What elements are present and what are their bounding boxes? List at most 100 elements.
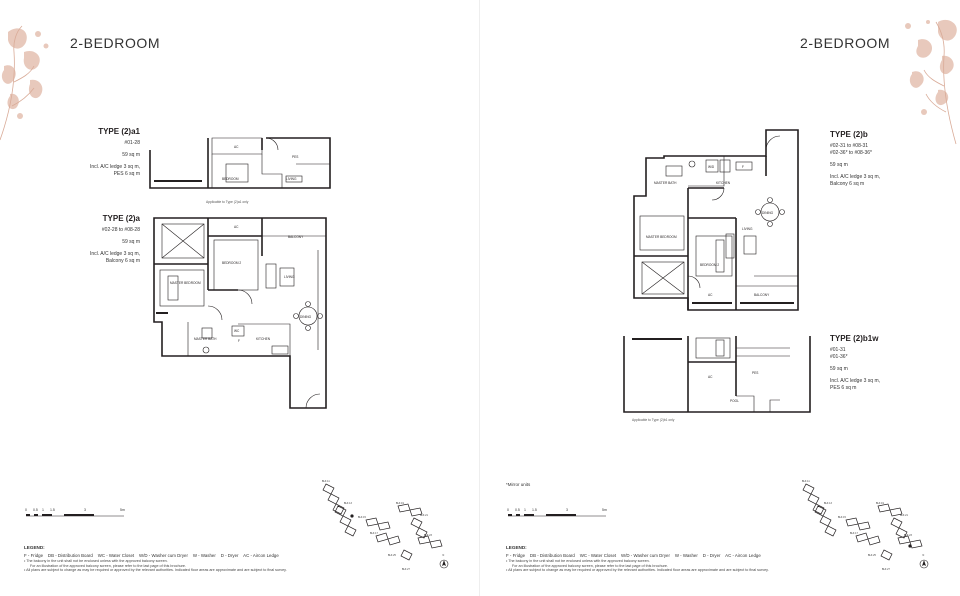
area-details: Incl. A/C ledge 3 sq m, <box>89 164 140 170</box>
scale-label: 5m <box>120 508 125 512</box>
room-label-bedroom: BEDROOM <box>222 177 239 181</box>
north-label: N <box>443 554 445 557</box>
room-label-dining: DINING <box>762 211 774 215</box>
room-label-pool: POOL <box>730 399 739 403</box>
room-label-bedroom-2: BEDROOM 2 <box>222 261 241 265</box>
legend-note: For an illustration of the approved balc… <box>512 563 668 568</box>
room-label-balcony: BALCONY <box>754 293 770 297</box>
room-label-kitchen: KITCHEN <box>256 337 271 341</box>
unit-area: 59 sq m <box>122 152 140 158</box>
scale-bar: 0 0.5 1 1.5 3 5m <box>25 508 125 517</box>
type-name: TYPE (2)a1 <box>98 127 140 136</box>
room-label-master-bedroom: MASTER BEDROOM <box>646 235 677 239</box>
room-label-kitchen: KITCHEN <box>716 181 731 185</box>
type-name: TYPE (2)b <box>830 130 868 139</box>
room-label-bedroom-2: BEDROOM 2 <box>700 263 719 267</box>
area-details: Incl. A/C ledge 3 sq m, <box>830 174 881 180</box>
block-label: BLK 23 <box>904 534 913 537</box>
legend-item: W - Washer <box>192 553 216 558</box>
unit-numbers: #01-36* <box>830 354 848 360</box>
block-label: BLK 23 <box>424 534 433 537</box>
room-label-wc: WC <box>234 329 240 333</box>
scale-label: 3 <box>84 508 86 512</box>
room-label-fridge: F <box>742 165 744 169</box>
room-label-pes: PES <box>292 155 298 159</box>
unit-area: 59 sq m <box>122 239 140 245</box>
room-label-dining: DINING <box>300 315 312 319</box>
scale-label: 0 <box>25 508 27 512</box>
scale-label: 0 <box>507 508 509 512</box>
legend: LEGEND: F - Fridge DB - Distribution Boa… <box>24 545 424 573</box>
room-label-balcony: BALCONY <box>288 235 304 239</box>
floral-decoration-right <box>905 19 957 145</box>
legend-item: D - Dryer <box>220 553 239 558</box>
room-label-wd: W/D <box>708 165 715 169</box>
right-page: 2-BEDROOM TYPE (2)b #02-31 to #08-31 #02… <box>480 0 960 596</box>
legend-note: • All plans are subject to change as may… <box>506 568 769 573</box>
applicable-note: Applicable to Type (2)a1 only <box>206 200 249 204</box>
site-plan: BLK 11 BLK 13 BLK 15 BLK 17 BLK 19 BLK 2… <box>322 480 449 571</box>
floor-plan-type-2b1: AC PES POOL <box>623 336 811 413</box>
block-label: BLK 25 <box>388 554 397 557</box>
room-label-living: LIVING <box>742 227 753 231</box>
legend-items: F - Fridge DB - Distribution Board WC - … <box>506 553 906 559</box>
legend-item: AC - Aircon Ledge <box>725 553 761 558</box>
page-divider <box>479 0 480 596</box>
block-label: BLK 27 <box>882 568 891 571</box>
block-label: BLK 15 <box>358 516 367 519</box>
area-details: Incl. A/C ledge 3 sq m, <box>830 378 881 384</box>
scale-label: 0.5 <box>33 508 38 512</box>
unit-numbers: #01-28 <box>124 140 140 146</box>
unit-numbers: #02-36* to #08-36* <box>830 150 872 156</box>
legend-note: • All plans are subject to change as may… <box>24 568 287 573</box>
type-name: TYPE (2)a <box>102 214 140 223</box>
block-label: BLK 21 <box>420 514 429 517</box>
unit-area: 59 sq m <box>830 366 848 372</box>
scale-label: 0.5 <box>515 508 520 512</box>
area-details: Balcony 6 sq m <box>105 258 140 264</box>
floor-plan-type-2b: W/D F KITCHEN MASTER BATH DINING MASTER … <box>633 129 799 311</box>
room-label-master-bath: MASTER BATH <box>194 337 217 341</box>
legend-item: F - Fridge <box>506 553 526 558</box>
block-label: BLK 19 <box>396 502 405 505</box>
left-page: 2-BEDROOM TYPE (2)a1 #01-28 59 sq m Incl… <box>0 25 449 573</box>
legend-title: LEGEND: <box>506 545 527 550</box>
mirror-units-note: *Mirror units <box>506 482 531 487</box>
block-label: BLK 13 <box>824 502 833 505</box>
north-arrow-icon: N <box>439 554 449 569</box>
site-plan: BLK 11 BLK 13 BLK 15 BLK 17 BLK 19 BLK 2… <box>802 480 929 571</box>
scale-label: 1 <box>42 508 44 512</box>
room-label-master-bedroom: MASTER BEDROOM <box>170 281 201 285</box>
legend-item: AC - Aircon Ledge <box>243 553 279 558</box>
area-details: Incl. A/C ledge 3 sq m, <box>89 251 140 257</box>
block-label: BLK 21 <box>900 514 909 517</box>
type-2a1-info: TYPE (2)a1 #01-28 59 sq m Incl. A/C ledg… <box>40 126 140 178</box>
page-heading: 2-BEDROOM <box>800 35 891 51</box>
page-heading: 2-BEDROOM <box>70 35 161 51</box>
room-label-ac: AC <box>708 375 713 379</box>
type-2b-info: TYPE (2)b #02-31 to #08-31 #02-36* to #0… <box>830 129 940 188</box>
north-label: N <box>923 554 925 557</box>
scale-label: 1 <box>524 508 526 512</box>
legend-item: W/D - Washer cum Dryer <box>621 553 670 558</box>
legend-note: For an illustration of the approved balc… <box>30 563 186 568</box>
scale-label: 1.5 <box>50 508 55 512</box>
type-name: TYPE (2)b1w <box>830 334 879 343</box>
block-label: BLK 15 <box>838 516 847 519</box>
unit-numbers: #02-31 to #08-31 <box>830 143 869 149</box>
room-label-living: LIVING <box>284 275 295 279</box>
block-label: BLK 27 <box>402 568 411 571</box>
type-2b1w-info: TYPE (2)b1w #01-31 #01-36* 59 sq m Incl.… <box>830 333 940 392</box>
legend-item: WC - Water Closet <box>579 553 617 558</box>
floor-plan-type-2a: AC BALCONY BEDROOM 2 LIVING MASTER BEDRO… <box>153 217 327 409</box>
applicable-note: Applicable to Type (2)b1 only <box>632 418 675 422</box>
area-details: PES 6 sq m <box>830 385 857 391</box>
room-label-ac: AC <box>234 225 239 229</box>
legend: LEGEND: F - Fridge DB - Distribution Boa… <box>506 545 906 573</box>
legend-item: D - Dryer <box>702 553 721 558</box>
type-2a-info: TYPE (2)a #02-28 to #08-28 59 sq m Incl.… <box>40 213 140 265</box>
legend-items: F - Fridge DB - Distribution Board WC - … <box>24 553 424 559</box>
room-label-pes: PES <box>752 371 758 375</box>
north-arrow-icon: N <box>919 554 929 569</box>
block-label: BLK 17 <box>850 532 859 535</box>
